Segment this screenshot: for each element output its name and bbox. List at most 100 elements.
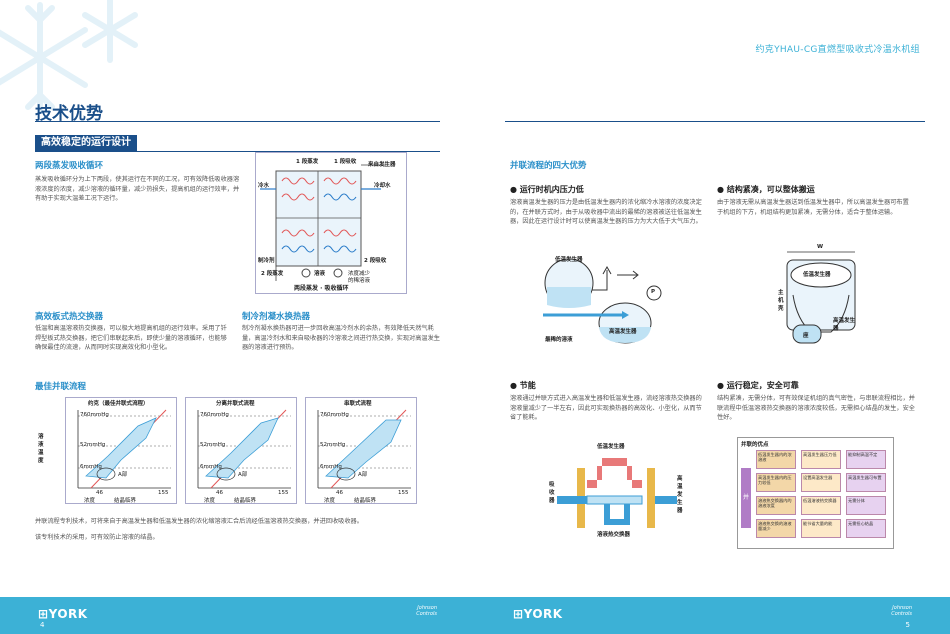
fig-c-hot: 高温发生器 bbox=[677, 476, 683, 514]
fig1-label-ev2: 2 段蒸发 bbox=[261, 271, 284, 277]
brand-title: 约克YHAU-CG直燃型吸收式冷温水机组 bbox=[755, 45, 920, 55]
chart-series: 串联式流程 760mmHg 52mmHg 6mmHg A部 46 155 浓度 … bbox=[305, 397, 417, 504]
chart1-p1: 760mmHg bbox=[80, 412, 109, 418]
chart2-point: A部 bbox=[238, 472, 248, 478]
sec4-title: 最佳并联流程 bbox=[35, 382, 87, 392]
sec3-title: 制冷剂凝水换热器 bbox=[242, 312, 311, 322]
fig-d-cell: 无需担心结晶 bbox=[846, 519, 886, 538]
title-divider-right bbox=[505, 121, 925, 122]
chart2-p1: 760mmHg bbox=[200, 412, 229, 418]
fig-d-cell: 高温发生器内的压力较低 bbox=[756, 473, 796, 492]
fig-a-pump: P bbox=[651, 289, 656, 295]
b3-body: 溶液通过并联方式进入高温发生器和低温发生器，流经溶液热交换器的溶液量减少了一半左… bbox=[510, 395, 702, 421]
chart2-p2: 52mmHg bbox=[200, 442, 226, 448]
fig1-caption: 两段蒸发 · 吸收循环 bbox=[294, 285, 349, 292]
snowflake-decoration bbox=[0, 0, 138, 113]
b4-title: ● 运行稳定，安全可靠 bbox=[717, 381, 799, 390]
chart2-xlabel: 浓度 bbox=[204, 498, 216, 504]
fig-b-hot: 高温发生器 bbox=[833, 318, 856, 332]
fig1-label-sol: 溶液 bbox=[314, 271, 326, 277]
chart1-xlabel: 浓度 bbox=[84, 498, 96, 504]
pressure-figure: 低温发生器 高温发生器 最稀的溶液 P bbox=[537, 245, 677, 350]
fig-d-cell: 溶液热交换器内的溶液浓度 bbox=[756, 496, 796, 515]
chart-parallel-optimal: 约克（最佳并联式流程） 760mmHg 52mmHg 6mmHg A部 46 1… bbox=[65, 397, 177, 504]
fig-a-hot: 高温发生器 bbox=[609, 329, 637, 335]
pressure-diagram bbox=[543, 258, 662, 344]
chart-plot-1 bbox=[77, 409, 171, 489]
b4-body: 结构紧凑，无需分体，可有效保证机组的真气密性，与串联流程相比，并联流程中低温溶液… bbox=[717, 395, 915, 421]
chart2-x2: 155 bbox=[278, 490, 289, 496]
fig1-label-dilute: 浓度减少 bbox=[348, 271, 371, 277]
chart3-xright: 结晶临界 bbox=[354, 498, 377, 504]
chart2-x1: 46 bbox=[216, 490, 223, 496]
sec4-footer2: 该专利技术的采用，可有效防止溶液的结晶。 bbox=[35, 534, 159, 541]
chart1-xright: 结晶临界 bbox=[114, 498, 137, 504]
fig-b-base: 座 bbox=[803, 333, 809, 339]
chart3-x1: 46 bbox=[336, 490, 343, 496]
fig-c-abs: 吸收器 bbox=[549, 482, 555, 504]
title-divider bbox=[35, 121, 440, 122]
left-page: 技术优势 高效稳定的运行设计 两段蒸发吸收循环 蒸发吸收循环分为上下两段，使其运… bbox=[0, 0, 475, 634]
sec3-body: 制冷剂凝水换热器可进一步回收高温冷剂水的余热，有效降低天然气耗量，高温冷剂水和来… bbox=[242, 325, 440, 351]
fig1-label-abs1: 1 段吸收 bbox=[334, 159, 357, 165]
advantages-figure: 并联的优点 并联 低温发生器内的浓溶液高温发生器压力低能抑制高温不定高温发生器内… bbox=[737, 437, 894, 561]
chart3-p1: 760mmHg bbox=[320, 412, 349, 418]
chart-plot-2 bbox=[197, 409, 291, 489]
chart-separate-parallel: 分离并联式流程 760mmHg 52mmHg 6mmHg A部 46 155 浓… bbox=[185, 397, 297, 504]
chart1-x1: 46 bbox=[96, 490, 103, 496]
fig-d-cell: 设置高温发生器 bbox=[801, 473, 841, 492]
right-sec-title: 并联流程的四大优势 bbox=[510, 161, 587, 171]
structure-figure: W 低温发生器 主机壳 高温发生器 座 bbox=[775, 240, 865, 350]
sec2-body: 低温和高温溶液热交换器，可以极大地提高机组的运行效率。采用了钎焊型板式热交换器，… bbox=[35, 325, 227, 351]
fig-c-hx: 溶液热交换器 bbox=[597, 532, 631, 538]
fig1-label-water: 冷水 bbox=[258, 183, 270, 189]
fig-d-cell: 高温发生器可布置 bbox=[846, 473, 886, 492]
structure-diagram bbox=[786, 251, 856, 344]
chart1-p3: 6mmHg bbox=[80, 464, 102, 470]
fig-b-main: 主机壳 bbox=[778, 290, 784, 312]
chart1-title: 约克（最佳并联式流程） bbox=[88, 401, 149, 407]
york-logo-right: ⊞YORK bbox=[513, 607, 563, 621]
fig-d-cell: 低温发生器内的浓溶液 bbox=[756, 450, 796, 469]
band-divider bbox=[35, 151, 440, 152]
fig-b-w: W bbox=[817, 244, 824, 250]
chart3-p3: 6mmHg bbox=[320, 464, 342, 470]
section-band: 高效稳定的运行设计 bbox=[35, 135, 137, 151]
fig-d-cell: 溶液热交换的溶液量减少 bbox=[756, 519, 796, 538]
fig1-label-gen: 来自发生器 bbox=[368, 162, 396, 168]
chart1-point: A部 bbox=[118, 472, 128, 478]
york-logo: ⊞YORK bbox=[38, 607, 88, 621]
fig1-label-ev1: 1 段蒸发 bbox=[296, 159, 319, 165]
fig-d-head: 并联的优点 bbox=[741, 442, 769, 448]
fig-d-cell: 高温发生器压力低 bbox=[801, 450, 841, 469]
chart3-p2: 52mmHg bbox=[320, 442, 346, 448]
page-number-right: 5 bbox=[905, 621, 910, 629]
b3-title: ● 节能 bbox=[510, 381, 536, 390]
b2-title: ● 结构紧凑，可以整体搬运 bbox=[717, 185, 815, 194]
chart1-x2: 155 bbox=[158, 490, 169, 496]
sec1-body: 蒸发吸收循环分为上下两段，使其运行在不同的工况，可有效降低吸收器溶液浓度的浓度，… bbox=[35, 176, 240, 202]
york-logo-icon: ⊞ bbox=[38, 607, 49, 621]
b2-body: 由于溶液无需从高温发生器送到低温发生器中，所以高温发生器可布置于机组的下方，机组… bbox=[717, 199, 909, 216]
chart-plot-3 bbox=[317, 409, 411, 489]
fig1-label-abs2: 2 段吸收 bbox=[364, 258, 387, 264]
fig-a-abs: 最稀的溶液 bbox=[545, 337, 573, 343]
two-stage-cycle-figure: 1 段蒸发 1 段吸收 来自发生器 冷水 冷却水 制冷剂 2 段吸收 2 段蒸发… bbox=[255, 152, 407, 294]
page-title: 技术优势 bbox=[35, 104, 103, 124]
energy-diagram bbox=[557, 458, 677, 528]
fig1-label-ref: 制冷剂 bbox=[258, 258, 275, 264]
sec1-title: 两段蒸发吸收循环 bbox=[35, 161, 104, 171]
chart2-p3: 6mmHg bbox=[200, 464, 222, 470]
sec4-footer1: 并联流程专利技术，可将来自于高温发生器和低温发生器的浓化缩溶液汇合后流经低温溶液… bbox=[35, 518, 363, 525]
sec2-title: 高效板式热交换器 bbox=[35, 312, 104, 322]
chart2-title: 分离并联式流程 bbox=[216, 401, 255, 407]
chart2-xright: 结晶临界 bbox=[234, 498, 257, 504]
page-number-left: 4 bbox=[40, 621, 45, 629]
two-stage-cycle-diagram bbox=[260, 164, 386, 281]
fig-d-cell: 低温溶液热交换器 bbox=[801, 496, 841, 515]
york-logo-right-icon: ⊞ bbox=[513, 607, 524, 621]
